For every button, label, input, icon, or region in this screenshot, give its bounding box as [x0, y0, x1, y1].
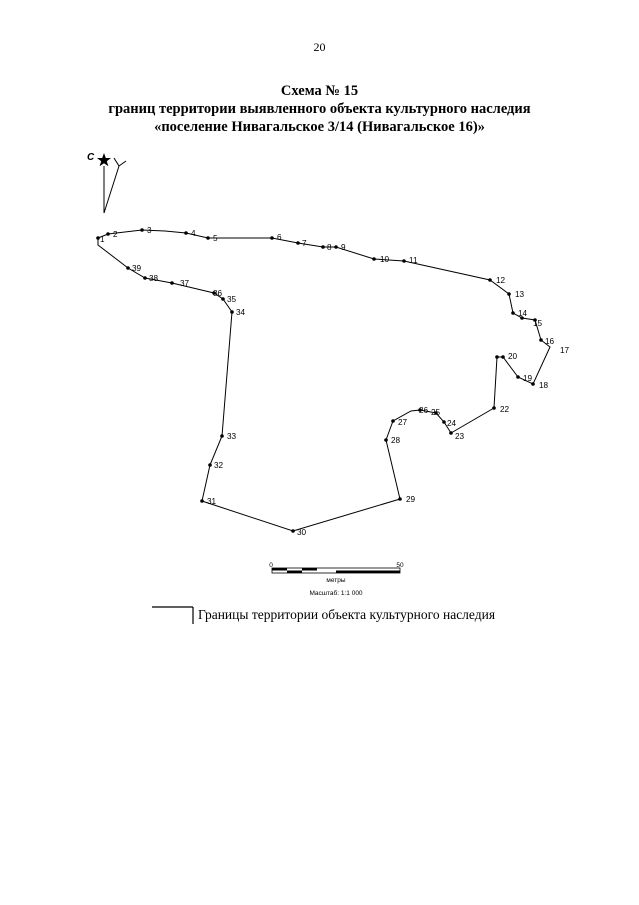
boundary-point-label: 6 [277, 233, 282, 242]
boundary-point-marker [270, 236, 274, 240]
boundary-point-label: 10 [380, 255, 390, 264]
boundary-point-marker [291, 529, 295, 533]
boundary-point-marker [507, 292, 511, 296]
boundary-point-label: 25 [431, 408, 441, 417]
scale-start: 0 [269, 562, 273, 569]
boundary-point-label: 4 [191, 229, 196, 238]
boundary-point-marker [511, 311, 515, 315]
boundary-point-marker [391, 419, 395, 423]
boundary-point-label: 16 [545, 337, 555, 346]
boundary-point-label: 12 [496, 276, 506, 285]
north-arrow: С [87, 152, 127, 214]
boundary-point-label: 29 [406, 495, 416, 504]
boundary-point-label: 28 [391, 436, 401, 445]
boundary-point-label: 23 [455, 432, 465, 441]
boundary-point-label: 14 [518, 309, 528, 318]
boundary-point-marker [221, 297, 225, 301]
boundary-point-label: 7 [302, 239, 307, 248]
boundary-point-marker [501, 355, 505, 359]
boundary-point-label: 33 [227, 432, 237, 441]
boundary-point-label: 39 [132, 264, 142, 273]
boundary-point-label: 8 [327, 243, 332, 252]
boundary-point-marker [449, 431, 453, 435]
boundary-point-marker [212, 291, 216, 295]
boundary-point-label: 20 [508, 352, 518, 361]
boundary-point-marker [296, 241, 300, 245]
north-star-icon [97, 153, 111, 167]
boundary-point-label: 3 [147, 226, 152, 235]
page-number: 20 [313, 40, 326, 54]
boundary-point-marker [143, 276, 147, 280]
boundary-point-label: 35 [227, 295, 237, 304]
boundary-point-label: 27 [398, 418, 408, 427]
boundary-point-marker [418, 408, 422, 412]
boundary-point-label: 1 [100, 235, 105, 244]
boundary-point-label: 18 [539, 381, 549, 390]
boundary-point-label: 2 [113, 230, 118, 239]
boundary-point-marker [96, 236, 100, 240]
boundary-point-label: 38 [149, 274, 159, 283]
boundary-point-marker [334, 245, 338, 249]
boundary-point-marker [539, 338, 543, 342]
boundary-point-label: 13 [515, 290, 525, 299]
boundary-point-label: 5 [213, 234, 218, 243]
boundary-point-marker [516, 375, 520, 379]
boundary-point-marker [398, 497, 402, 501]
boundary-point-label: 11 [409, 256, 418, 265]
boundary-point-label: 26 [419, 406, 429, 415]
legend-label: Границы территории объекта культурного н… [198, 607, 495, 622]
boundary-point-marker [321, 245, 325, 249]
scale-end: 50 [396, 562, 404, 569]
boundary-point-label: 24 [447, 419, 457, 428]
boundary-point-marker [520, 316, 524, 320]
boundary-point-marker [533, 318, 537, 322]
boundary-point-marker [372, 257, 376, 261]
title-line-3: «поселение Нивагальское 3/14 (Нивагальск… [154, 119, 485, 135]
boundary-point-label: 37 [180, 279, 190, 288]
title-line-1: Схема № 15 [280, 83, 359, 99]
boundary-point-marker [220, 434, 224, 438]
boundary-point-label: 30 [297, 528, 307, 537]
scale-bar: 0 50 метры Масштаб: 1:1 000 [269, 562, 404, 597]
boundary-point-label: 36 [213, 289, 223, 298]
boundary-line [97, 229, 551, 532]
boundary-point-label: 34 [236, 308, 246, 317]
boundary-point-marker [140, 228, 144, 232]
boundary-point-marker [200, 499, 204, 503]
boundary-point-marker [495, 355, 499, 359]
title-line-2: границ территории выявленного объекта ку… [108, 101, 531, 117]
scale-ratio: Масштаб: 1:1 000 [309, 589, 362, 597]
boundary-point-marker [384, 438, 388, 442]
boundary-point-marker [184, 231, 188, 235]
boundary-point-label: 22 [500, 405, 510, 414]
legend: Границы территории объекта культурного н… [152, 606, 495, 624]
boundary-point-marker [402, 259, 406, 263]
boundary-point-label: 31 [207, 497, 217, 506]
boundary-point-marker [106, 232, 110, 236]
boundary-point-marker [230, 310, 234, 314]
boundary-point-marker [208, 463, 212, 467]
boundary-point-label: 17 [560, 346, 570, 355]
boundary-point-marker [126, 266, 130, 270]
north-label: С [87, 152, 95, 163]
map-title: Схема № 15 границ территории выявленного… [0, 82, 639, 136]
boundary-point-label: 19 [523, 374, 533, 383]
boundary-point-label: 9 [341, 243, 346, 252]
boundary-point-marker [488, 278, 492, 282]
boundary-point-marker [170, 281, 174, 285]
scale-unit: метры [326, 577, 345, 584]
boundary-point-label: 32 [214, 461, 224, 470]
boundary-point-marker [442, 420, 446, 424]
boundary-point-marker [206, 236, 210, 240]
boundary-point-marker [434, 411, 438, 415]
boundary-point-marker [531, 382, 535, 386]
boundary-point-marker [492, 406, 496, 410]
boundary-point-label: 15 [533, 319, 543, 328]
